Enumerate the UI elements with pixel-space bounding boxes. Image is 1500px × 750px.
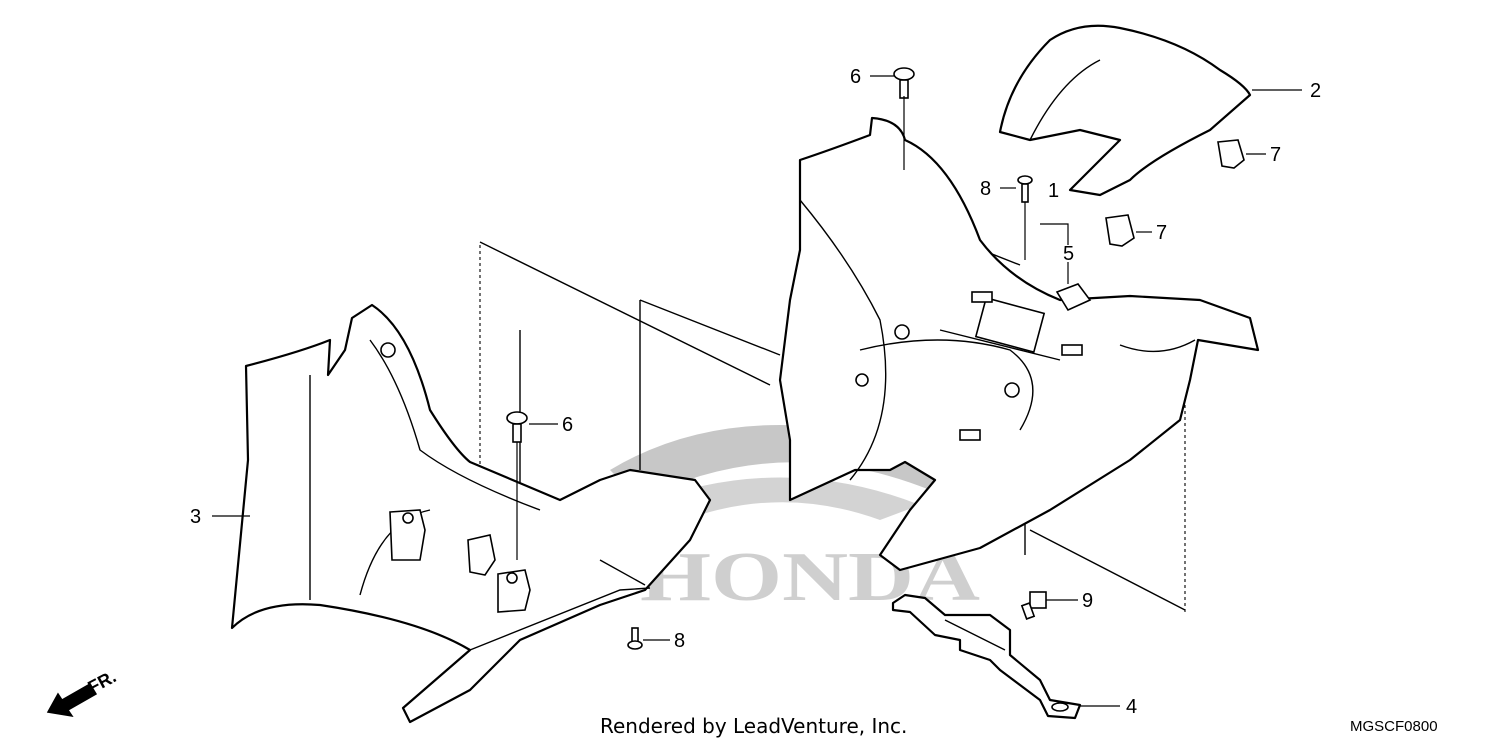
part-5-plate — [1055, 283, 1092, 312]
hardware — [506, 67, 1245, 650]
diagram-code: MGSCF0800 — [1350, 718, 1438, 735]
screw-6-top — [893, 67, 915, 99]
front-direction-indicator: FR. — [46, 666, 119, 718]
part-2-cover — [998, 24, 1252, 197]
clip-7-lower — [1105, 214, 1135, 247]
part-3-left-fender — [230, 303, 712, 724]
callout-3: 3 — [190, 506, 201, 528]
callout-4: 4 — [1126, 696, 1137, 718]
callout-leaders — [212, 75, 1302, 707]
callout-6-top: 6 — [850, 66, 861, 88]
credit-text: Rendered by LeadVenture, Inc. — [600, 714, 907, 738]
callout-labels: 1 2 3 4 5 6 6 7 7 8 8 9 — [190, 66, 1321, 718]
clip-7-upper — [1217, 139, 1245, 169]
callout-5: 5 — [1063, 243, 1074, 265]
callout-6-left: 6 — [562, 414, 573, 436]
callout-9: 9 — [1082, 590, 1093, 612]
callout-1: 1 — [1048, 180, 1059, 202]
callout-7-upper: 7 — [1270, 144, 1281, 166]
callout-2: 2 — [1310, 80, 1321, 102]
screw-6-left — [506, 411, 528, 443]
screw-8-top — [1017, 175, 1033, 203]
callout-8-bottom: 8 — [674, 630, 685, 652]
part-1-rear-fender — [778, 116, 1260, 572]
callout-7-lower: 7 — [1156, 222, 1167, 244]
screw-8-bottom — [627, 627, 643, 650]
callout-8-top: 8 — [980, 178, 991, 200]
front-arrow-icon — [46, 682, 98, 718]
part-4-stay — [891, 593, 1082, 720]
bolt-9 — [1020, 591, 1047, 620]
